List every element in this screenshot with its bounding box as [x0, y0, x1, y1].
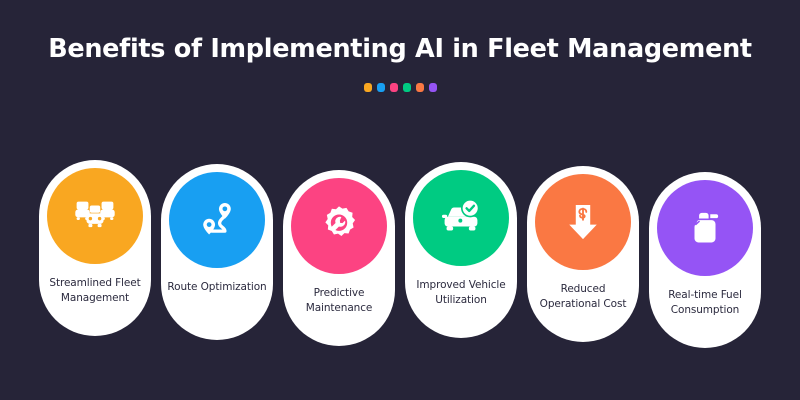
icon-circle-1: [47, 168, 143, 264]
benefit-card-reduced-operational-cost[interactable]: Reduced Operational Cost: [527, 166, 639, 342]
benefit-card-label: Real-time Fuel Consumption: [668, 289, 742, 316]
dot-blue: [376, 82, 385, 92]
icon-circle-4: [413, 170, 509, 266]
icon-circle-3: [291, 178, 387, 274]
benefit-card-label: Route Optimization: [167, 281, 267, 293]
fuel-can-icon: [694, 212, 719, 243]
dot-amber: [363, 82, 372, 92]
benefit-card-streamlined-fleet-management[interactable]: Streamlined Fleet Management: [39, 160, 151, 336]
down-arrow-dollar-icon: [569, 204, 597, 240]
header: Benefits of Implementing AI in Fleet Man…: [0, 0, 800, 92]
icon-circle-2: [169, 172, 265, 268]
page-title: Benefits of Implementing AI in Fleet Man…: [48, 34, 752, 64]
benefit-card-route-optimization[interactable]: Route Optimization: [161, 164, 273, 340]
benefit-card-list: Streamlined Fleet Management Route Op: [0, 158, 800, 368]
dot-pink: [389, 82, 398, 92]
benefit-card-label: Predictive Maintenance: [305, 287, 373, 314]
fleet-vehicles-icon: [75, 201, 115, 228]
benefit-card-label: Reduced Operational Cost: [539, 283, 627, 310]
dot-purple: [428, 82, 437, 92]
dot-green: [402, 82, 411, 92]
gear-wrench-icon: [325, 206, 356, 237]
icon-circle-5: [535, 174, 631, 270]
benefit-card-label: Improved Vehicle Utilization: [416, 279, 506, 306]
dot-separator: [0, 82, 800, 92]
route-map-pins-icon: [203, 202, 231, 235]
benefit-card-label: Streamlined Fleet Management: [49, 277, 141, 304]
benefit-card-improved-vehicle-utilization[interactable]: Improved Vehicle Utilization: [405, 162, 517, 338]
benefit-card-predictive-maintenance[interactable]: Predictive Maintenance: [283, 170, 395, 346]
icon-circle-6: [657, 180, 753, 276]
dot-orange: [415, 82, 424, 92]
benefit-card-real-time-fuel-consumption[interactable]: Real-time Fuel Consumption: [649, 172, 761, 348]
car-check-icon: [441, 198, 480, 231]
